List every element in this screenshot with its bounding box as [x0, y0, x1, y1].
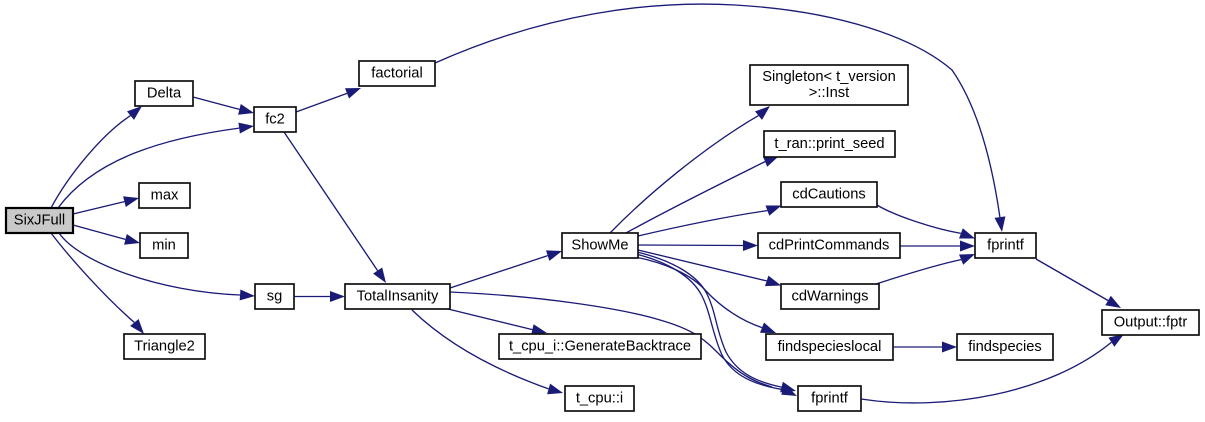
svg-text:SixJFull: SixJFull — [14, 213, 65, 229]
svg-text:cdCautions: cdCautions — [792, 187, 865, 203]
svg-text:sg: sg — [267, 289, 283, 305]
svg-text:Delta: Delta — [147, 86, 182, 102]
svg-text:>::Inst: >::Inst — [809, 85, 849, 101]
svg-text:findspecies: findspecies — [968, 339, 1041, 355]
svg-text:t_cpu::i: t_cpu::i — [576, 391, 623, 407]
svg-text:TotalInsanity: TotalInsanity — [357, 289, 439, 305]
svg-text:cdWarnings: cdWarnings — [791, 289, 868, 305]
svg-text:max: max — [151, 188, 179, 204]
svg-text:t_ran::print_seed: t_ran::print_seed — [774, 136, 884, 152]
svg-text:fprintf: fprintf — [811, 391, 849, 407]
svg-text:findspecieslocal: findspecieslocal — [778, 339, 882, 355]
svg-text:t_cpu_i::GenerateBacktrace: t_cpu_i::GenerateBacktrace — [509, 339, 691, 355]
svg-text:fprintf: fprintf — [987, 238, 1025, 254]
svg-text:cdPrintCommands: cdPrintCommands — [769, 238, 890, 254]
svg-text:Triangle2: Triangle2 — [134, 339, 195, 355]
svg-text:fc2: fc2 — [265, 112, 285, 128]
svg-text:Singleton< t_version: Singleton< t_version — [762, 69, 896, 85]
svg-text:min: min — [152, 238, 176, 254]
svg-text:ShowMe: ShowMe — [571, 238, 628, 254]
svg-text:Output::fptr: Output::fptr — [1114, 315, 1188, 331]
svg-text:factorial: factorial — [371, 66, 422, 82]
